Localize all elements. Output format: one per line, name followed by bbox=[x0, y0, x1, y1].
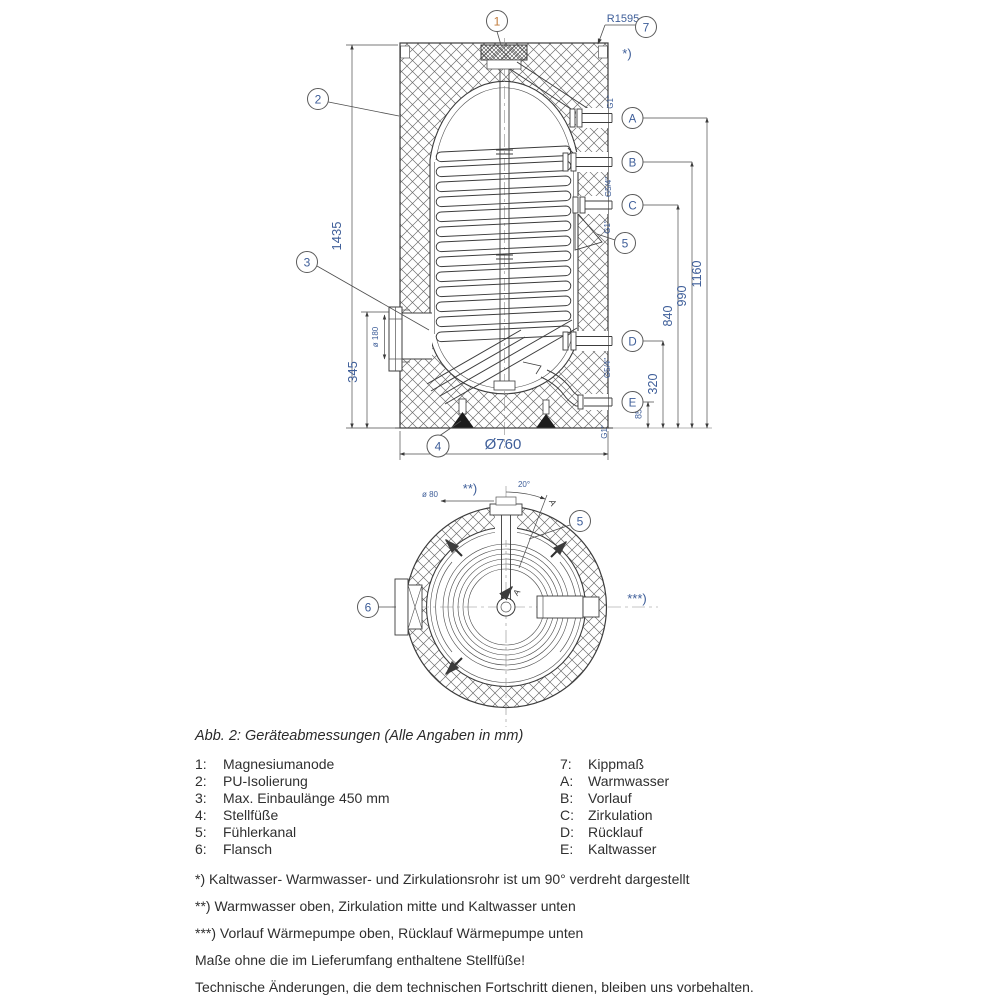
figure-caption: Abb. 2: Geräteabmessungen (Alle Angaben … bbox=[195, 728, 524, 744]
legend-item-4: 4:Stellfüße bbox=[195, 807, 279, 823]
top-view: A 20° A ø 80 **) ***) 5 6 bbox=[357, 480, 658, 727]
svg-text:E: E bbox=[629, 398, 637, 410]
svg-text:6: 6 bbox=[365, 601, 372, 615]
anode-fitting bbox=[480, 44, 528, 61]
port-zirkulation: C bbox=[621, 194, 644, 216]
callout-install-length: 3 bbox=[296, 251, 318, 273]
callout-sensor-channel: 5 bbox=[614, 232, 636, 254]
legend-item-e: E:Kaltwasser bbox=[560, 841, 657, 857]
tank-cavity bbox=[429, 80, 579, 395]
legend-item-6: 6:Flansch bbox=[195, 841, 273, 857]
svg-text:5: 5 bbox=[577, 515, 584, 529]
legend-item-7: 7:Kippmaß bbox=[560, 756, 645, 772]
port-kaltwasser: E bbox=[621, 391, 644, 413]
legend-item-3: 3:Max. Einbaulänge 450 mm bbox=[195, 790, 390, 806]
section-label-top: A bbox=[547, 498, 559, 508]
svg-text:A: A bbox=[629, 114, 637, 126]
svg-text:B: B bbox=[629, 158, 637, 170]
svg-text:3: 3 bbox=[304, 256, 311, 270]
thread-d: G5/4" bbox=[603, 358, 612, 378]
svg-text:4: 4 bbox=[435, 440, 442, 454]
legend-item-a: A:Warmwasser bbox=[560, 773, 670, 789]
port-vorlauf: B bbox=[621, 151, 644, 173]
svg-text:C: C bbox=[628, 201, 636, 213]
svg-text:7: 7 bbox=[643, 21, 650, 35]
thread-e: G1" bbox=[600, 425, 609, 439]
angle-label: 20° bbox=[518, 480, 530, 489]
section-arrows bbox=[444, 538, 568, 676]
svg-text:D: D bbox=[628, 337, 636, 349]
legend-item-5: 5:Fühlerkanal bbox=[195, 824, 297, 840]
footnote-technische: Technische Änderungen, die dem technisch… bbox=[195, 979, 754, 995]
front-view: 1435 345 ø 180 1160 990 840 320 85 Ø760 … bbox=[296, 10, 712, 460]
dim-840: 840 bbox=[661, 306, 675, 327]
callout-feet: 4 bbox=[426, 434, 450, 458]
callout-sensor-top: 5 bbox=[569, 510, 591, 532]
thread-b: G5/4" bbox=[604, 177, 613, 197]
dim-85: 85 bbox=[634, 409, 644, 419]
pipe-dia-label: ø 80 bbox=[422, 490, 439, 499]
legend-item-d: D:Rücklauf bbox=[560, 824, 643, 840]
legend-left-column: 1:Magnesiumanode 2:PU-Isolierung 3:Max. … bbox=[195, 756, 390, 858]
thread-a: G1" bbox=[606, 95, 615, 109]
port-labels: A B C D E bbox=[621, 107, 644, 413]
port-fittings bbox=[562, 108, 613, 410]
technical-drawing: 1435 345 ø 180 1160 990 840 320 85 Ø760 … bbox=[296, 10, 712, 727]
port-warmwasser: A bbox=[621, 107, 644, 129]
dim-outer-diameter: Ø760 bbox=[485, 436, 522, 453]
section-label-center: A bbox=[511, 587, 523, 598]
legend-item-1: 1:Magnesiumanode bbox=[195, 756, 335, 772]
svg-text:5: 5 bbox=[622, 237, 629, 251]
dim-990: 990 bbox=[675, 286, 689, 307]
footnote-star: *) Kaltwasser- Warmwasser- und Zirkulati… bbox=[195, 871, 690, 887]
port-ruecklauf: D bbox=[621, 330, 644, 352]
top-pipe bbox=[489, 496, 523, 600]
footnote-double-star: **) Warmwasser oben, Zirkulation mitte u… bbox=[195, 898, 576, 914]
dimension-lines bbox=[346, 44, 709, 460]
dim-1160: 1160 bbox=[690, 261, 704, 288]
dimension-labels: 1435 345 ø 180 1160 990 840 320 85 Ø760 … bbox=[329, 13, 704, 453]
legend-item-b: B:Vorlauf bbox=[560, 790, 632, 806]
legend-right-column: 7:Kippmaß A:Warmwasser B:Vorlauf C:Zirku… bbox=[560, 756, 669, 858]
dim-total-height: 1435 bbox=[329, 222, 344, 251]
note-triple-star: ***) bbox=[627, 591, 647, 606]
callout-anode: 1 bbox=[486, 10, 508, 32]
bottom-pipes bbox=[426, 319, 612, 407]
note-star: *) bbox=[622, 46, 631, 61]
legend-item-c: C:Zirkulation bbox=[560, 807, 653, 823]
dim-tilt-radius: R1595 bbox=[607, 13, 639, 25]
callout-circles: 1 2 3 4 5 7 bbox=[296, 10, 657, 458]
callout-flansch: 6 bbox=[357, 596, 379, 618]
svg-text:1: 1 bbox=[494, 15, 501, 29]
footnote-masse: Maße ohne die im Lieferumfang enthaltene… bbox=[195, 952, 525, 968]
dim-320: 320 bbox=[646, 374, 660, 395]
footnote-triple-star: ***) Vorlauf Wärmepumpe oben, Rücklauf W… bbox=[195, 925, 584, 941]
side-fitting bbox=[536, 595, 600, 619]
svg-text:2: 2 bbox=[315, 93, 322, 107]
dim-345: 345 bbox=[345, 361, 360, 383]
sensor-channel bbox=[574, 208, 603, 251]
callout-leaders bbox=[316, 31, 616, 436]
anode-tube bbox=[493, 69, 516, 391]
flange bbox=[388, 306, 432, 372]
note-double-star: **) bbox=[463, 481, 477, 496]
callout-tilt: 7 bbox=[635, 16, 657, 38]
thread-c: G1" bbox=[603, 220, 612, 234]
callout-insulation: 2 bbox=[307, 88, 329, 110]
top-flange bbox=[394, 578, 423, 636]
legend-item-2: 2:PU-Isolierung bbox=[195, 773, 308, 789]
dim-flange-opening: ø 180 bbox=[371, 326, 380, 347]
